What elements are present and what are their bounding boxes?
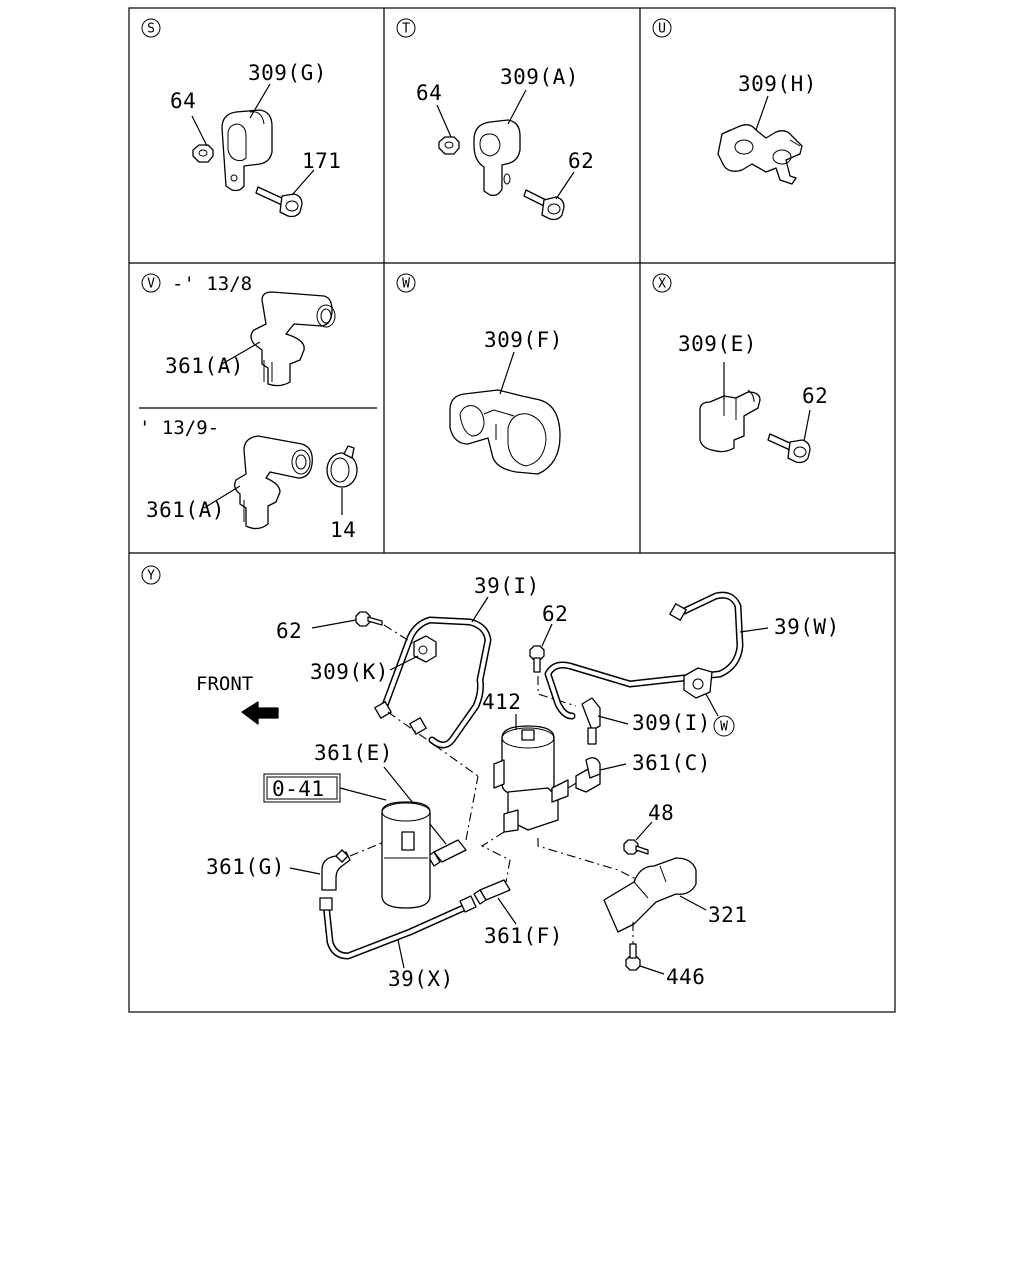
svg-text:S: S bbox=[147, 22, 155, 37]
period-until: -' 13/8 bbox=[172, 273, 252, 295]
svg-text:X: X bbox=[658, 277, 666, 292]
label-bolt-446: 446 bbox=[666, 965, 705, 989]
bolt-48-icon bbox=[623, 839, 649, 855]
bolt-62-icon bbox=[523, 189, 565, 221]
panel-y-marker: Y bbox=[141, 565, 161, 585]
panel-t-marker: T bbox=[396, 18, 416, 38]
union-361a-icon bbox=[250, 291, 336, 387]
clip-w-marker: W bbox=[713, 715, 735, 737]
label-pipe-i: 39(I) bbox=[474, 574, 540, 598]
label-valve: 412 bbox=[482, 690, 521, 714]
panel-s-marker: S bbox=[141, 18, 161, 38]
panel-x: X 309(E) 62 bbox=[652, 273, 828, 464]
label-union-a: 361(A) bbox=[165, 354, 244, 378]
label-pipe-w: 39(W) bbox=[774, 615, 840, 639]
nut-64-icon bbox=[192, 144, 214, 163]
label-clip-k: 309(K) bbox=[310, 660, 389, 684]
union-361f-icon bbox=[473, 879, 511, 905]
svg-text:T: T bbox=[402, 22, 410, 37]
clip-309g-icon bbox=[221, 109, 273, 192]
bracket-321-icon bbox=[603, 857, 697, 933]
bolt-62-icon bbox=[529, 645, 545, 673]
union-361g-icon bbox=[321, 849, 351, 891]
clip-309e-icon bbox=[699, 389, 761, 453]
union-361e-icon bbox=[427, 839, 467, 867]
label-nut: 64 bbox=[416, 81, 442, 105]
bolt-62-icon bbox=[767, 433, 811, 464]
svg-text:W: W bbox=[720, 720, 728, 735]
panel-v-marker: V bbox=[141, 273, 161, 293]
label-bracket: 321 bbox=[708, 903, 747, 927]
clip-309k-icon bbox=[413, 635, 437, 663]
label-ring: 14 bbox=[330, 518, 356, 542]
panel-x-marker: X bbox=[652, 273, 672, 293]
label-bolt: 171 bbox=[302, 149, 341, 173]
label-union-c: 361(C) bbox=[632, 751, 711, 775]
label-union-g: 361(G) bbox=[206, 855, 285, 879]
svg-text:V: V bbox=[147, 277, 155, 292]
union-361a-icon bbox=[234, 435, 313, 530]
label-clip-i: 309(I) bbox=[632, 711, 711, 735]
label-bolt-62b: 62 bbox=[542, 602, 568, 626]
bolt-62-icon bbox=[355, 611, 383, 627]
label-bolt-48: 48 bbox=[648, 801, 674, 825]
panel-t: T 64 309(A) 62 bbox=[396, 18, 594, 221]
panel-grid bbox=[128, 7, 896, 1013]
period-from: ' 13/9- bbox=[139, 417, 219, 439]
clip-309h-icon bbox=[717, 124, 803, 185]
clip-w-icon bbox=[683, 667, 713, 699]
label-pipe-x: 39(X) bbox=[388, 967, 454, 991]
ring-14-icon bbox=[326, 445, 358, 488]
label-bolt: 62 bbox=[802, 384, 828, 408]
label-nut: 64 bbox=[170, 89, 196, 113]
panel-v: V -' 13/8 361(A) ' 13/9- 361(A) 14 bbox=[139, 273, 358, 542]
union-361c-icon bbox=[575, 757, 601, 793]
label-union-e: 361(E) bbox=[314, 741, 393, 765]
ref-box-0-41: 0-41 bbox=[263, 773, 341, 803]
valve-412-icon bbox=[493, 725, 569, 833]
label-union-b: 361(A) bbox=[146, 498, 225, 522]
svg-text:U: U bbox=[658, 22, 666, 37]
bolt-171-icon bbox=[255, 186, 303, 218]
label-bolt-62a: 62 bbox=[276, 619, 302, 643]
label-clip: 309(E) bbox=[678, 332, 757, 356]
pipe-39w-icon bbox=[544, 591, 744, 745]
panel-s: S 64 309(G) 171 bbox=[141, 18, 341, 218]
front-label: FRONT bbox=[196, 673, 253, 695]
pipe-39i-icon bbox=[374, 616, 492, 749]
label-clip: 309(H) bbox=[738, 72, 817, 96]
panel-w-marker: W bbox=[396, 273, 416, 293]
clip-309f-icon bbox=[449, 389, 561, 475]
svg-text:W: W bbox=[402, 277, 410, 292]
front-arrow-icon bbox=[241, 701, 279, 725]
panel-u-marker: U bbox=[652, 18, 672, 38]
panel-y: Y FRONT 39(I) 309(K) 62 bbox=[141, 565, 840, 991]
pipe-39x-icon bbox=[319, 895, 477, 960]
panel-u: U 309(H) bbox=[652, 18, 817, 185]
receiver-dryer-icon bbox=[381, 801, 431, 909]
panel-w: W 309(F) bbox=[396, 273, 563, 475]
label-clip: 309(G) bbox=[248, 61, 327, 85]
label-clip: 309(F) bbox=[484, 328, 563, 352]
svg-text:Y: Y bbox=[147, 569, 155, 584]
nut-64-icon bbox=[438, 136, 460, 155]
clip-309a-icon bbox=[473, 119, 521, 197]
label-bolt: 62 bbox=[568, 149, 594, 173]
label-clip: 309(A) bbox=[500, 65, 579, 89]
label-union-f: 361(F) bbox=[484, 924, 563, 948]
svg-text:0-41: 0-41 bbox=[272, 777, 325, 801]
bolt-446-icon bbox=[625, 943, 641, 971]
